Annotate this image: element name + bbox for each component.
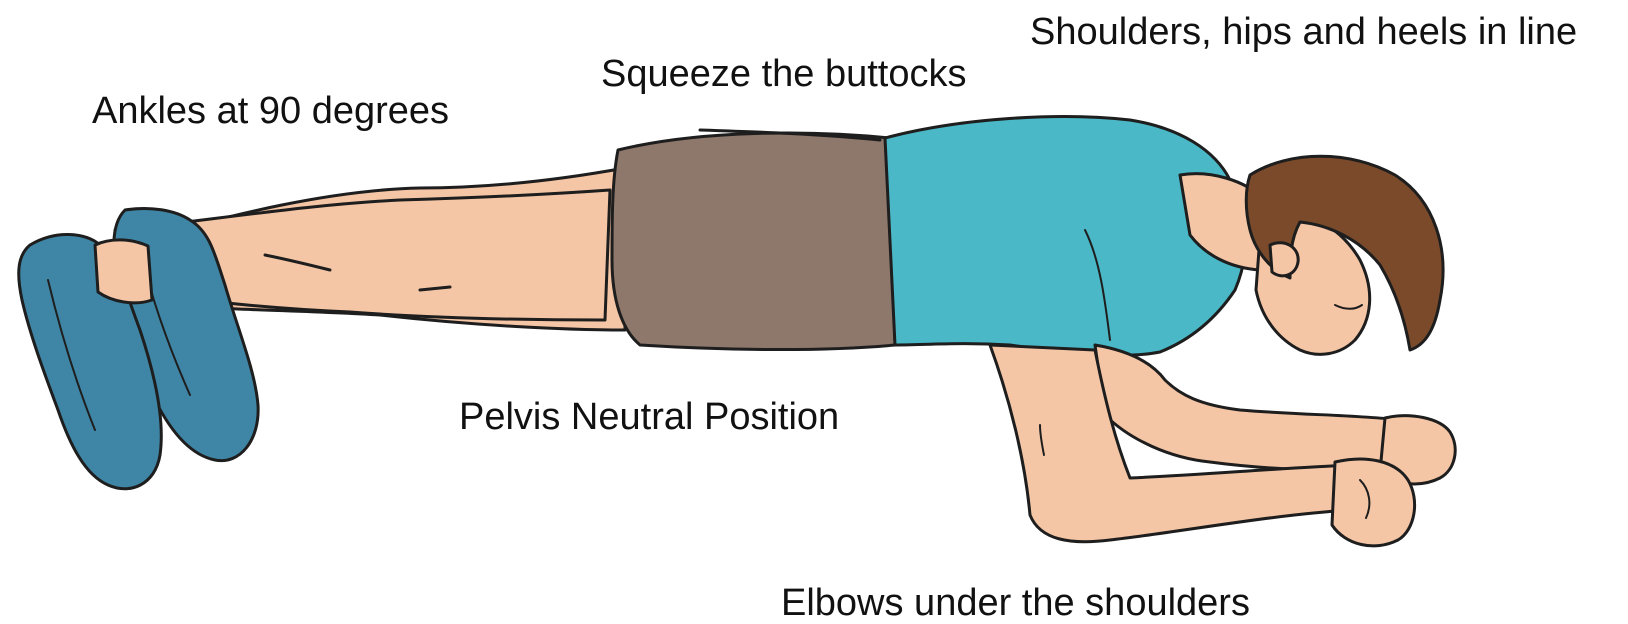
back-arm <box>1095 345 1400 471</box>
elbows-label: Elbows under the shoulders <box>781 584 1250 622</box>
pelvis-label: Pelvis Neutral Position <box>459 398 839 436</box>
ankles-label: Ankles at 90 degrees <box>92 92 449 130</box>
shoulders-hips-heels-label: Shoulders, hips and heels in line <box>1030 13 1577 51</box>
ear <box>1270 243 1298 276</box>
shorts <box>612 133 895 350</box>
squeeze-buttocks-label: Squeeze the buttocks <box>601 55 966 93</box>
front-fist <box>1332 459 1415 546</box>
